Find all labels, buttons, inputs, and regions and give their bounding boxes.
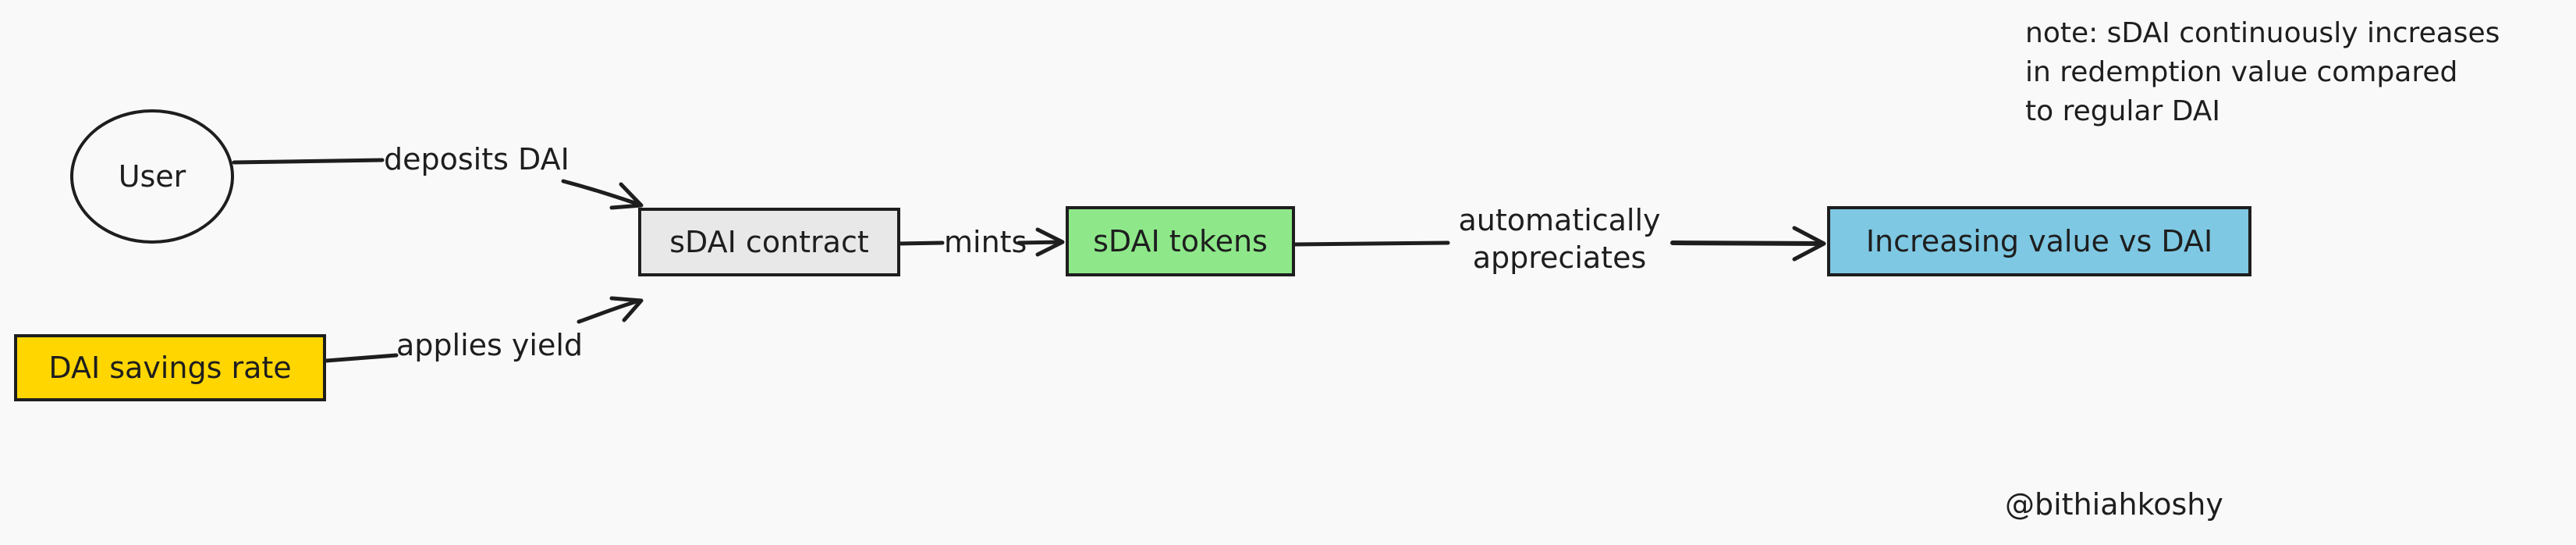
node-sdai-tokens-label: sDAI tokens: [1093, 224, 1268, 258]
arrowhead-into-tokens: [1035, 227, 1065, 257]
node-sdai-tokens: sDAI tokens: [1066, 206, 1295, 276]
edge-user-to-contract-line: [232, 158, 385, 165]
arrowhead-into-value: [1792, 226, 1826, 262]
arrowhead-into-contract-top: [609, 182, 644, 210]
node-sdai-contract-label: sDAI contract: [669, 225, 869, 259]
note-line-2: in redemption value compared: [2025, 56, 2458, 88]
author-credit: @bithiahkoshy: [2005, 487, 2223, 522]
node-user-label: User: [118, 159, 186, 194]
note-text: note: sDAI continuously increases in red…: [2025, 14, 2500, 131]
edge-label-automatically: automatically: [1458, 203, 1661, 237]
edge-label-applies-yield: applies yield: [396, 328, 584, 362]
edge-mints-to-tokens-line: [1017, 240, 1063, 245]
node-dai-savings-rate: DAI savings rate: [14, 334, 326, 401]
node-sdai-contract: sDAI contract: [638, 208, 900, 276]
edge-dsr-to-label-line: [324, 353, 399, 363]
edge-label-automatically-appreciates: automatically appreciates: [1448, 201, 1671, 276]
edge-contract-to-mints-line: [896, 240, 945, 246]
node-increasing-value-label: Increasing value vs DAI: [1865, 224, 2213, 258]
note-line-1: note: sDAI continuously increases: [2025, 17, 2500, 49]
edge-label-to-value-line: [1670, 240, 1823, 246]
edge-label-mints: mints: [944, 225, 1027, 259]
edge-label-appreciates: appreciates: [1472, 240, 1647, 275]
edge-label-deposits-dai: deposits DAI: [384, 142, 569, 176]
arrowhead-into-contract-bottom: [609, 296, 644, 322]
node-dai-savings-rate-label: DAI savings rate: [48, 351, 292, 385]
edge-user-to-contract-arrow: [561, 179, 642, 207]
note-line-3: to regular DAI: [2025, 95, 2221, 127]
node-user: User: [70, 109, 234, 244]
edge-tokens-to-label-line: [1293, 240, 1450, 247]
edge-dsr-to-contract-arrow: [577, 298, 642, 324]
node-increasing-value: Increasing value vs DAI: [1827, 206, 2251, 276]
